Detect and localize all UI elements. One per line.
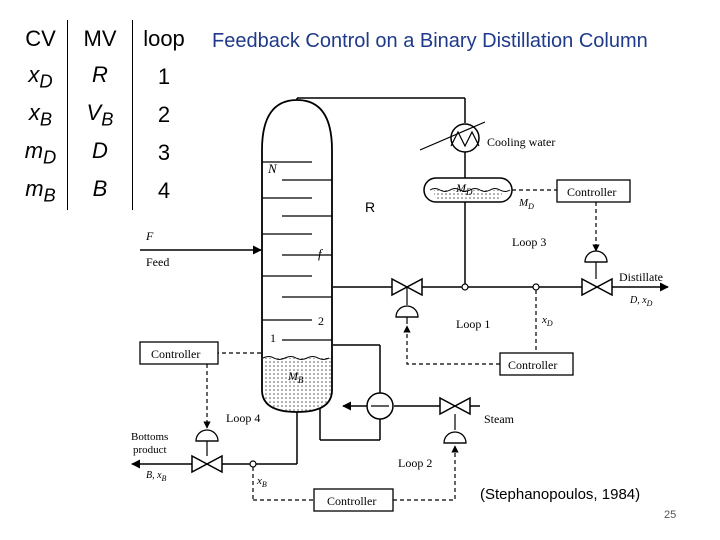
header-mv: MV: [67, 20, 133, 58]
cell-cv: mD: [24, 137, 57, 168]
distillate-stream-label: D, xD: [629, 295, 653, 308]
feed-stream: F Feed: [140, 229, 262, 269]
liquid-lines: Distillate D, xD: [333, 202, 669, 308]
loop3-label: Loop 3: [512, 235, 546, 249]
cell-mv: B: [67, 172, 133, 210]
bottoms-stream-label: B, xB: [146, 470, 167, 483]
loop1-label: Loop 1: [456, 317, 490, 331]
slide-title: Feedback Control on a Binary Distillatio…: [212, 30, 648, 52]
r-annotation: R: [365, 199, 376, 215]
steam-label: Steam: [484, 412, 515, 426]
accumulator-label: MD: [455, 181, 473, 197]
tray-2-label: 2: [318, 314, 324, 328]
bottoms-label-line1: Bottoms: [131, 431, 168, 443]
cell-cv: xD: [28, 61, 53, 92]
distillate-label: Distillate: [619, 270, 663, 284]
md-signal-label: MD: [518, 197, 534, 211]
controller-label: Controller: [151, 347, 200, 361]
cooling-water-label: Cooling water: [487, 135, 555, 149]
cell-loop: 2: [157, 102, 171, 127]
cell-cv: mB: [25, 175, 56, 206]
header-cv: CV: [25, 26, 56, 51]
sump-label: MB: [287, 369, 304, 385]
xb-signal-label: xB: [256, 475, 267, 489]
table-row: mD D 3: [14, 134, 195, 172]
page-number: 25: [664, 509, 677, 521]
feed-symbol: F: [145, 229, 154, 243]
tray-n-label: N: [267, 161, 278, 176]
distillation-column: N f 2 1 MB: [261, 99, 333, 413]
bottoms-line: Bottoms product B, xB: [131, 412, 298, 483]
tray-1-label: 1: [270, 331, 276, 345]
cell-mv: D: [67, 134, 133, 172]
cell-mv: R: [67, 58, 133, 96]
citation: (Stephanopoulos, 1984): [480, 486, 641, 503]
cell-loop: 3: [157, 140, 171, 165]
bottoms-label-line2: product: [133, 444, 167, 456]
controller-label: Controller: [327, 494, 376, 508]
reflux-valve: [391, 277, 423, 324]
controller-label: Controller: [508, 358, 557, 372]
cell-cv: xB: [28, 99, 53, 130]
reboiler: [319, 344, 440, 441]
cell-loop: 4: [157, 178, 171, 203]
loop2-label: Loop 2: [398, 456, 432, 470]
cell-mv: VB: [67, 96, 133, 134]
loop4-label: Loop 4: [226, 411, 260, 425]
table-row: mB B 4: [14, 172, 195, 210]
xd-signal-label: xD: [541, 314, 553, 328]
table-row: xB VB 2: [14, 96, 195, 134]
distillate-valve: [581, 250, 613, 297]
feed-label: Feed: [146, 255, 169, 269]
cv-mv-table: CV MV loop xD R 1 xB VB 2 mD D 3 mB B 4: [14, 20, 195, 210]
overhead-vapor-line: [296, 97, 466, 123]
loop4-controller: Controller Loop 4: [139, 341, 261, 429]
cell-loop: 1: [157, 64, 171, 89]
steam-valve: Steam: [439, 396, 515, 444]
condenser: Cooling water: [419, 121, 555, 178]
loop2-controller: xB Controller Loop 2: [252, 445, 459, 512]
tray-f-label: f: [318, 246, 324, 261]
loop1-controller: xD Controller Loop 1: [403, 283, 574, 376]
table-row: xD R 1: [14, 58, 195, 96]
loop3-controller: Controller Loop 3: [512, 179, 631, 252]
reflux-accumulator: MD MD: [423, 177, 557, 211]
header-loop: loop: [143, 26, 185, 51]
table-header-row: CV MV loop: [14, 20, 195, 58]
controller-label: Controller: [567, 185, 616, 199]
